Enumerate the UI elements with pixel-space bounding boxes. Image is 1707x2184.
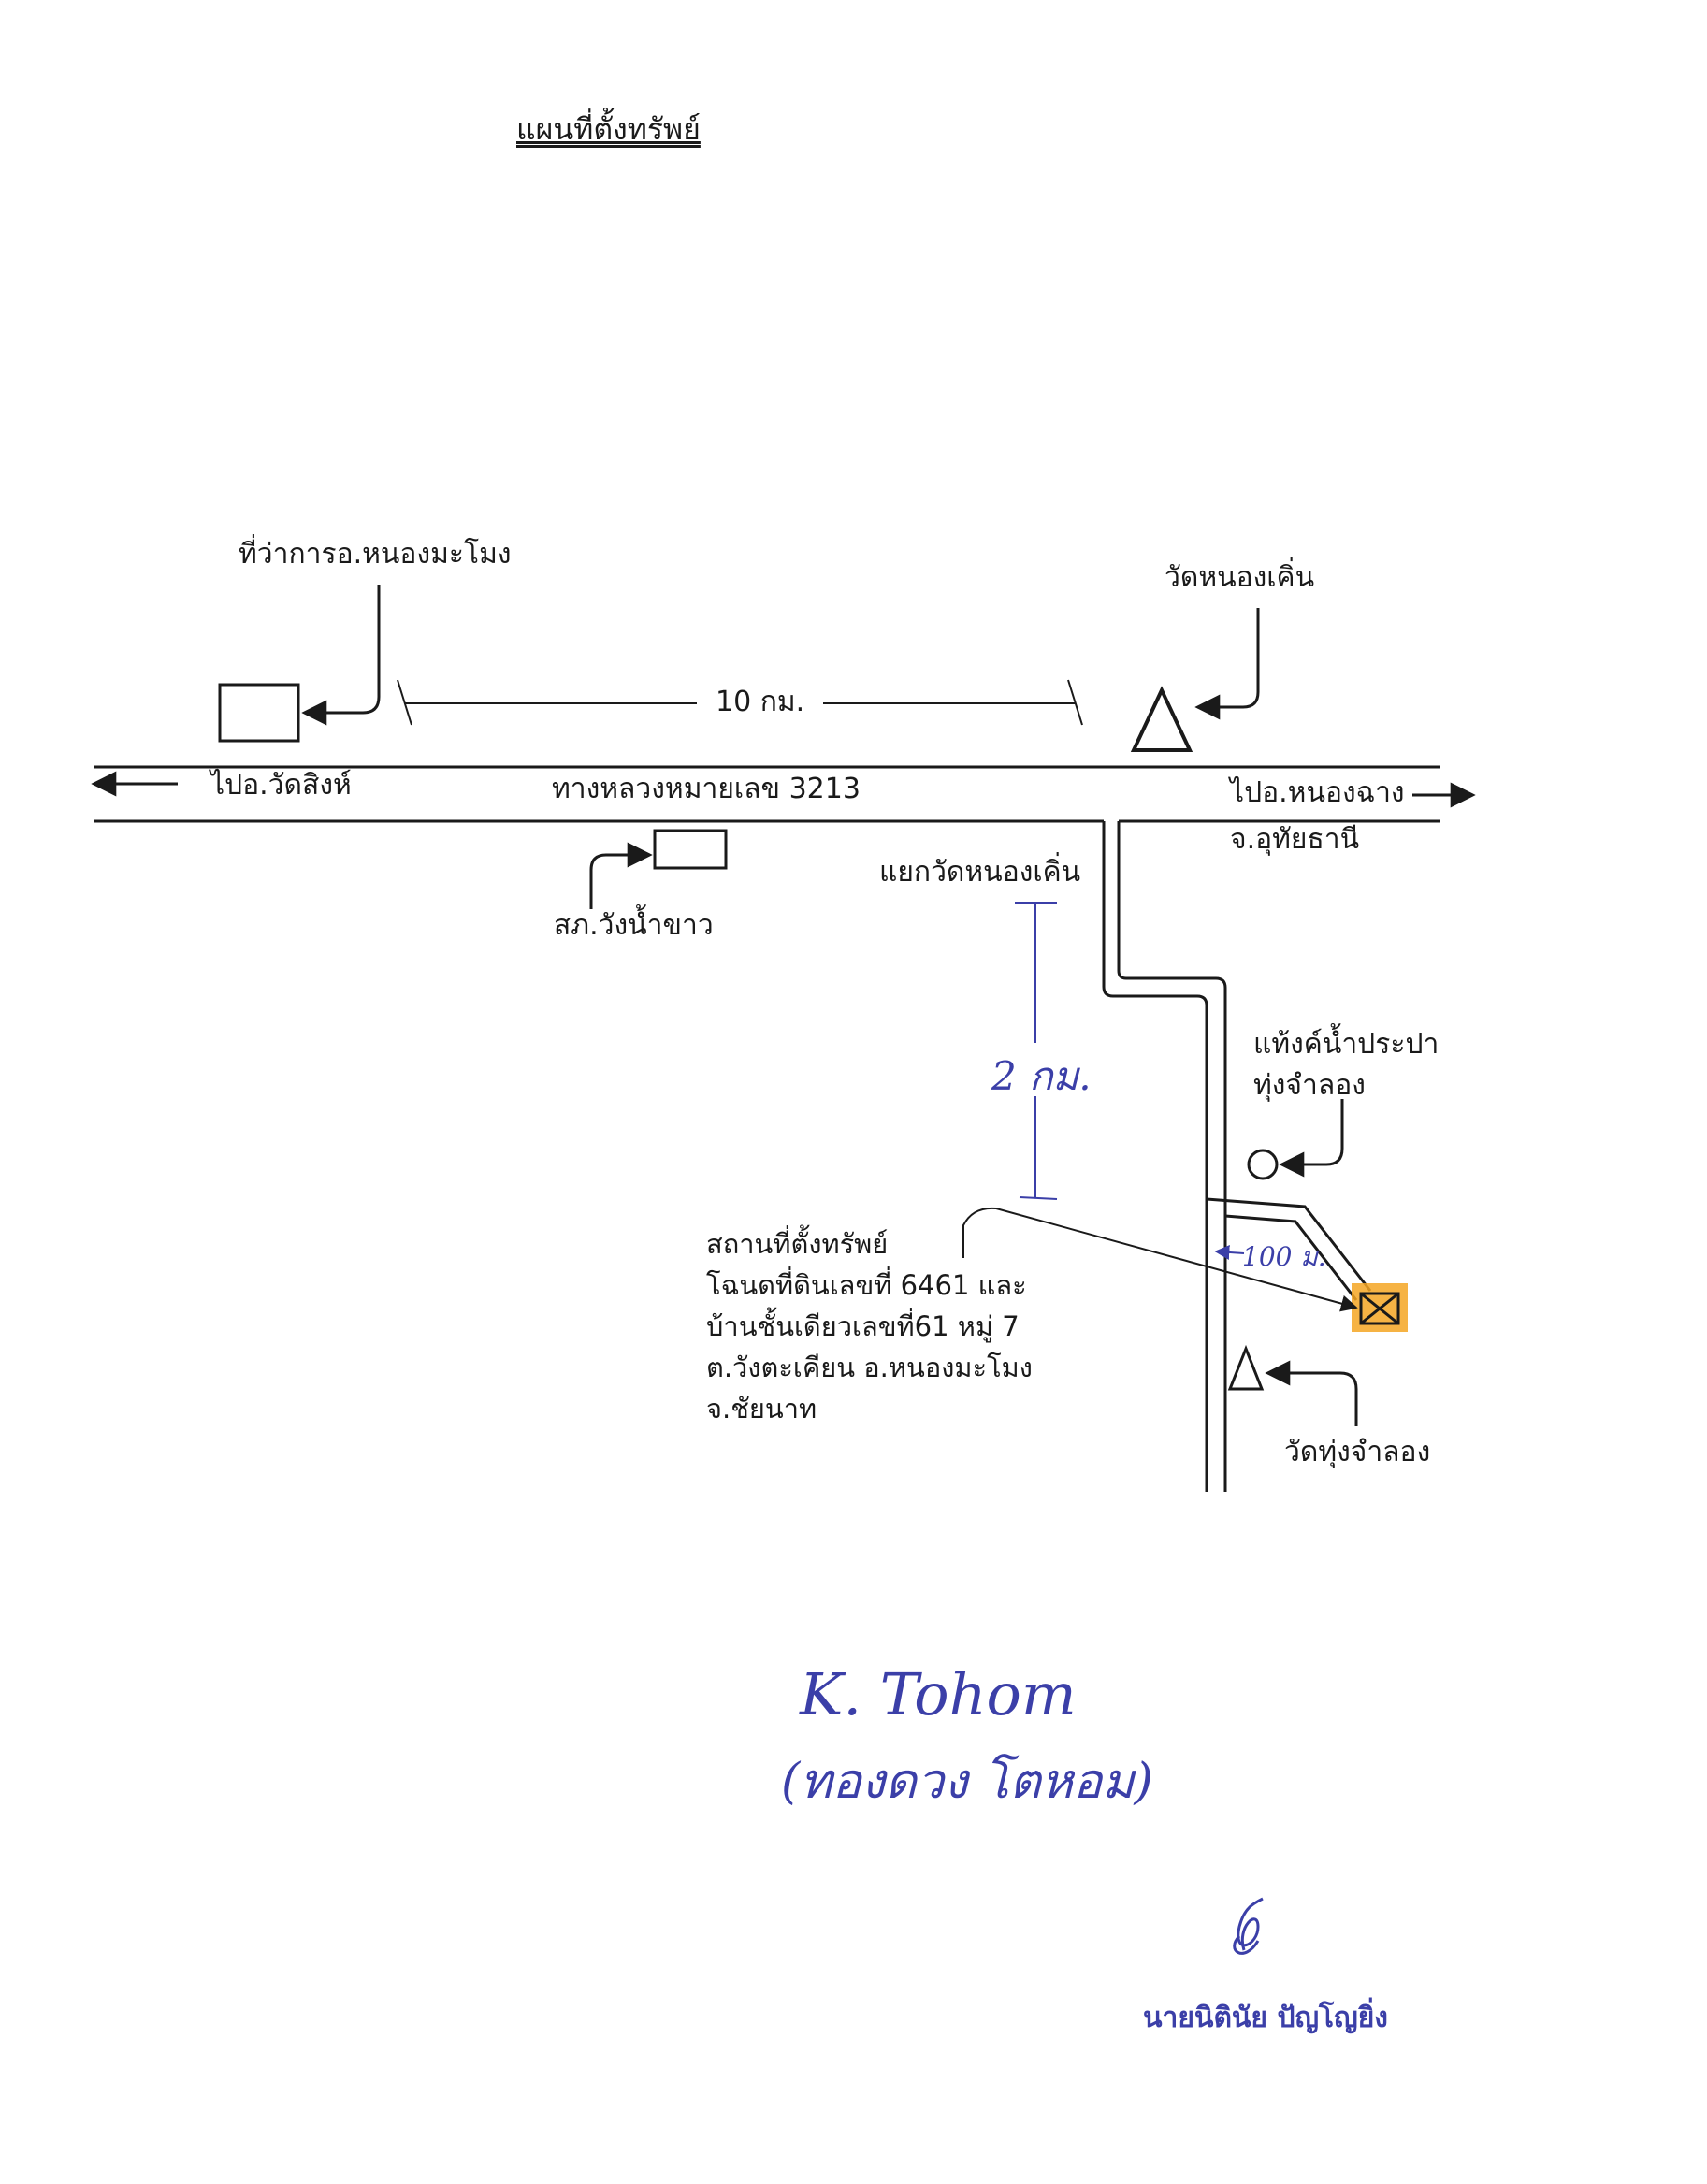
wat-nong-khoen-temple-symbol — [1130, 686, 1193, 752]
lane-upper-edge — [1206, 1197, 1372, 1292]
distance-2km-bottom-tick — [1019, 1196, 1058, 1200]
side-road-right-edge — [1117, 821, 1227, 1492]
distance-100m-label: 100 ม. — [1242, 1241, 1326, 1272]
district-office-pointer — [301, 585, 381, 726]
police-station-building — [653, 829, 728, 870]
water-tower-symbol — [1247, 1149, 1279, 1180]
distance-10km-label: 10 กม. — [716, 686, 805, 718]
distance-2km-label: 2 กม. — [991, 1053, 1092, 1099]
handwritten-name: (ทองดวง โตหอม) — [781, 1754, 1153, 1810]
road-right-province: จ.อุทัยธานี — [1230, 823, 1360, 856]
side-road-left-edge — [1102, 821, 1208, 1492]
road-right-destination: ไปอ.หนองฉาง — [1230, 776, 1405, 809]
site-description-pointer — [962, 1207, 1358, 1312]
approval-signature-scribble — [1233, 1897, 1264, 1955]
printed-signatory-name: นายนิตินัย ปัญโญยิ่ง — [1143, 2002, 1388, 2034]
wat-nong-khoen-pointer — [1194, 608, 1260, 720]
map-title: แผนที่ตั้งทรัพย์ — [516, 111, 701, 147]
district-office-building — [218, 683, 300, 743]
road-left-destination: ไปอ.วัดสิงห์ — [210, 769, 352, 802]
property-site-marker — [1359, 1292, 1400, 1325]
police-station-pointer — [589, 842, 653, 909]
water-tower-pointer — [1279, 1099, 1344, 1178]
wat-nong-khoen-label: วัดหนองเคิ่น — [1165, 561, 1315, 594]
site-description: สถานที่ตั้งทรัพย์ โฉนดที่ดินเลขที่ 6461 … — [706, 1228, 1033, 1425]
water-tower-label: แท้งค์น้ำประปา ทุ่งจำลอง — [1253, 1028, 1439, 1102]
district-office-label: ที่ว่าการอ.หนองมะโมง — [239, 538, 512, 571]
wat-thung-chamlong-pointer — [1265, 1360, 1358, 1426]
wat-thung-chamlong-label: วัดทุ่งจำลอง — [1284, 1436, 1431, 1468]
lane-lower-edge — [1224, 1214, 1358, 1301]
handwritten-initials: K. Tohom — [800, 1660, 1077, 1728]
police-station-label: สภ.วังน้ำขาว — [554, 909, 714, 942]
wat-thung-chamlong-temple-symbol — [1227, 1344, 1265, 1391]
highway-name: ทางหลวงหมายเลข 3213 — [552, 773, 861, 805]
property-site-cross-2 — [1360, 1292, 1399, 1325]
junction-label: แยกวัดหนองเคิ่น — [879, 856, 1081, 889]
distance-100m-arrow — [1214, 1244, 1245, 1260]
